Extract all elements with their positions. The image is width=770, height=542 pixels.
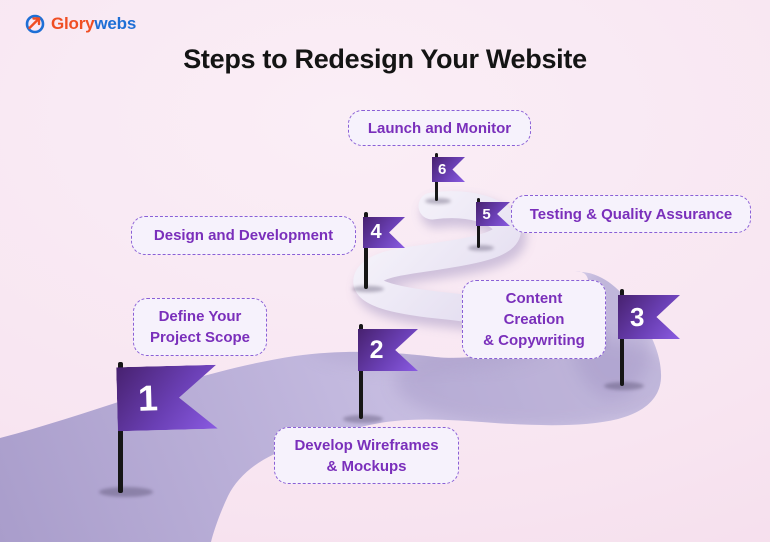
step-label-testing-qa: Testing & Quality Assurance bbox=[511, 195, 751, 233]
logo-wordmark: Glorywebs bbox=[51, 14, 136, 34]
step-label-line: Design and Development bbox=[153, 227, 334, 244]
flag-pole-4 bbox=[364, 212, 368, 289]
step-label-design-development: Design and Development bbox=[131, 216, 356, 255]
flag-number: 6 bbox=[438, 161, 447, 178]
glorywebs-logo: Glorywebs bbox=[24, 13, 136, 35]
step-label-develop-wireframes: Develop Wireframes & Mockups bbox=[274, 427, 459, 484]
pole-base-shadows bbox=[99, 198, 644, 497]
page-title: Steps to Redesign Your Website bbox=[183, 44, 587, 74]
step-label-line: Content bbox=[505, 290, 563, 307]
flag-number: 3 bbox=[629, 301, 645, 332]
step-label-line: & Mockups bbox=[326, 457, 407, 475]
step-label-line: & Copywriting bbox=[483, 332, 585, 349]
flag-number: 1 bbox=[137, 377, 159, 419]
step-label-launch-monitor: Launch and Monitor bbox=[348, 110, 531, 146]
flag-number: 5 bbox=[482, 205, 491, 223]
step-label-line: Develop Wireframes bbox=[294, 436, 439, 454]
flag-number: 4 bbox=[370, 221, 382, 243]
step-label-line: Creation bbox=[503, 311, 565, 328]
logo-text-primary: Glory bbox=[51, 14, 95, 33]
step-label-define-project-scope: Define Your Project Scope bbox=[133, 298, 267, 356]
step-label-content-creation: Content Creation & Copywriting bbox=[462, 280, 606, 359]
step-label-line: Launch and Monitor bbox=[367, 119, 512, 137]
glorywebs-logo-icon bbox=[25, 14, 45, 34]
flag-number: 2 bbox=[369, 335, 384, 364]
flag-pole-2 bbox=[359, 324, 363, 419]
logo-text-secondary: webs bbox=[94, 14, 137, 33]
step-label-line: Testing & Quality Assurance bbox=[529, 205, 733, 223]
step-label-line: Project Scope bbox=[149, 329, 251, 346]
step-label-line: Define Your bbox=[158, 308, 242, 325]
